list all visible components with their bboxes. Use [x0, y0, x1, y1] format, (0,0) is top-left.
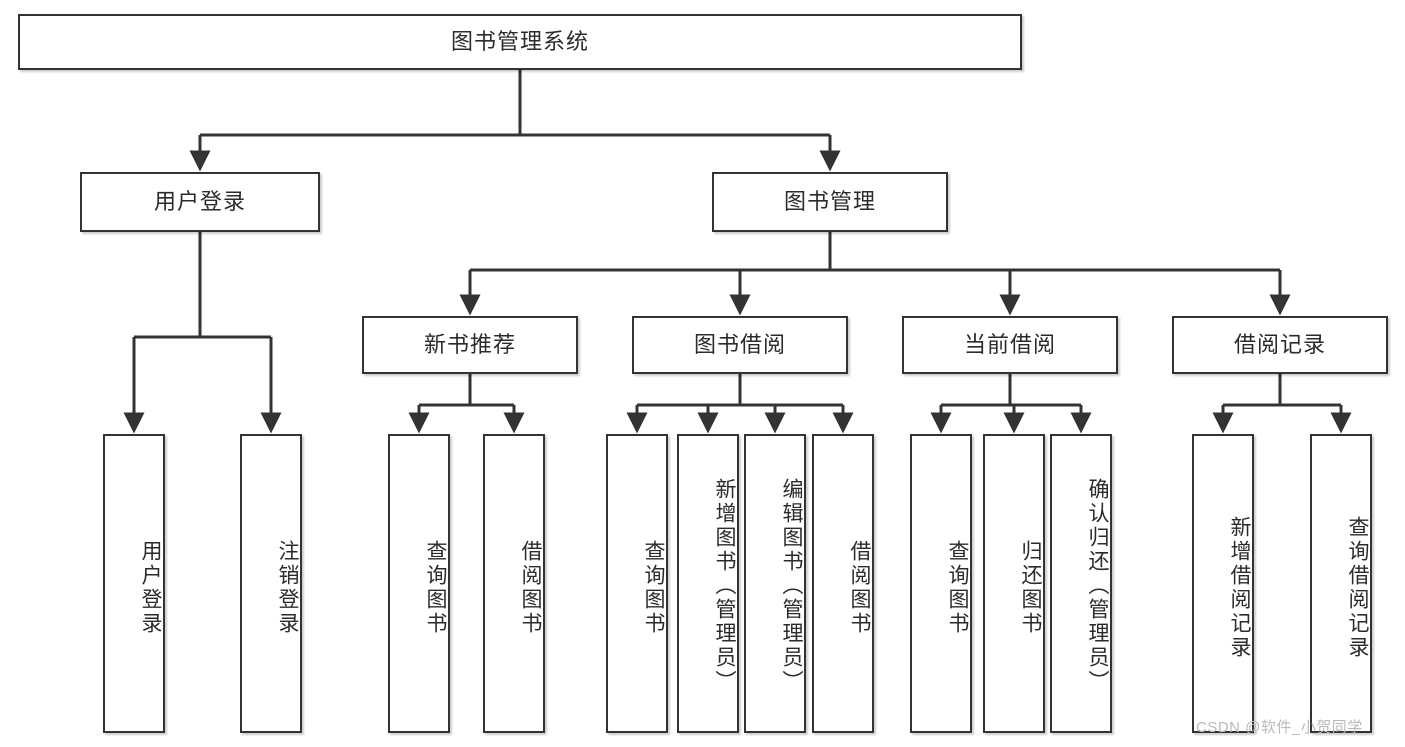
node-book-borrow[interactable]: 图书借阅 — [632, 316, 848, 374]
node-user-login[interactable]: 用户登录 — [80, 172, 320, 232]
leaf-logout[interactable]: 注销登录 — [240, 434, 302, 733]
node-current-borrow[interactable]: 当前借阅 — [902, 316, 1118, 374]
leaf-query-borrow-record[interactable]: 查询借阅记录 — [1310, 434, 1372, 733]
leaf-edit-book-admin[interactable]: 编辑图书（管理员） — [744, 434, 806, 733]
leaf-query-book-current[interactable]: 查询图书 — [910, 434, 972, 733]
node-borrow-record[interactable]: 借阅记录 — [1172, 316, 1388, 374]
leaf-borrow-book[interactable]: 借阅图书 — [812, 434, 874, 733]
leaf-query-book-new[interactable]: 查询图书 — [388, 434, 450, 733]
leaf-confirm-return-admin[interactable]: 确认归还（管理员） — [1050, 434, 1112, 733]
leaf-add-book-admin[interactable]: 新增图书（管理员） — [677, 434, 739, 733]
leaf-add-borrow-record[interactable]: 新增借阅记录 — [1192, 434, 1254, 733]
leaf-return-book[interactable]: 归还图书 — [983, 434, 1045, 733]
csdn-watermark: CSDN @软件_小贺同学 — [1196, 719, 1363, 736]
node-book-management[interactable]: 图书管理 — [712, 172, 948, 232]
leaf-user-login[interactable]: 用户登录 — [103, 434, 165, 733]
node-new-book-recommend[interactable]: 新书推荐 — [362, 316, 578, 374]
leaf-borrow-book-new[interactable]: 借阅图书 — [483, 434, 545, 733]
leaf-query-book-borrow[interactable]: 查询图书 — [606, 434, 668, 733]
node-root[interactable]: 图书管理系统 — [18, 14, 1022, 70]
